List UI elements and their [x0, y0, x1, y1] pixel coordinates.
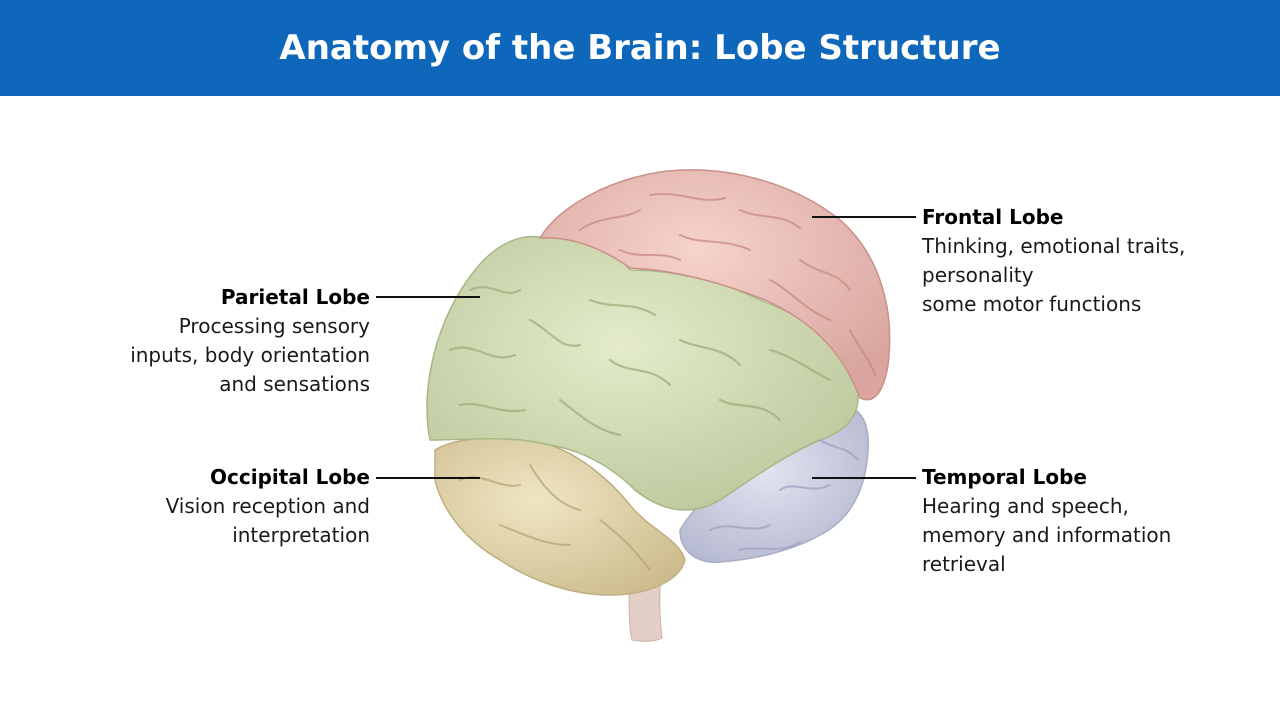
brain-illustration	[426, 169, 891, 642]
frontal-leader-line	[812, 216, 916, 218]
frontal-lobe	[538, 169, 891, 401]
parietal-lobe-title: Parietal Lobe	[220, 285, 370, 309]
occipital-lobe-title: Occipital Lobe	[210, 465, 370, 489]
page-title: Anatomy of the Brain: Lobe Structure	[279, 28, 1001, 68]
occipital-leader-line	[376, 477, 480, 479]
occipital-lobe-description: Vision reception and interpretation	[165, 494, 370, 547]
parietal-lobe-description: Processing sensory inputs, body orientat…	[130, 314, 370, 396]
temporal-lobe-description: Hearing and speech, memory and informati…	[922, 494, 1172, 576]
temporal-lobe-title: Temporal Lobe	[922, 465, 1087, 489]
occipital-lobe-label: Occipital Lobe Vision reception and inte…	[60, 463, 370, 550]
parietal-leader-line	[376, 296, 480, 298]
temporal-leader-line	[812, 477, 916, 479]
temporal-lobe-label: Temporal Lobe Hearing and speech, memory…	[922, 463, 1252, 579]
frontal-lobe-title: Frontal Lobe	[922, 205, 1064, 229]
parietal-lobe-label: Parietal Lobe Processing sensory inputs,…	[60, 283, 370, 399]
frontal-lobe-description: Thinking, emotional traits, personality …	[922, 234, 1186, 316]
title-bar: Anatomy of the Brain: Lobe Structure	[0, 0, 1280, 96]
frontal-lobe-label: Frontal Lobe Thinking, emotional traits,…	[922, 203, 1252, 319]
